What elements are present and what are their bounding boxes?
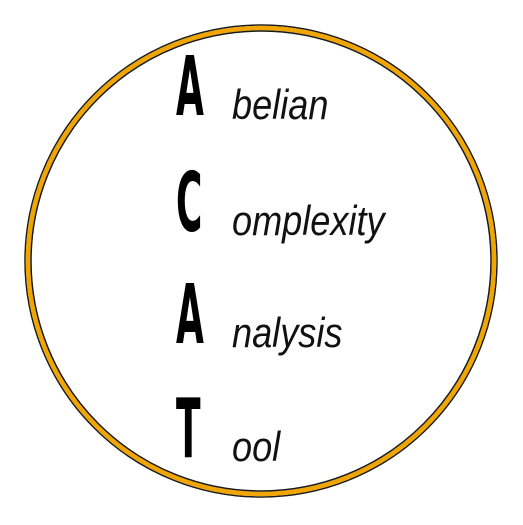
word-remainder: belian bbox=[232, 81, 329, 128]
initial-letter: T bbox=[176, 380, 201, 478]
ring-outer-outline bbox=[24, 24, 498, 498]
initial-letter: A bbox=[176, 38, 204, 136]
word-remainder: nalysis bbox=[232, 309, 343, 356]
ring-inner-outline bbox=[30, 30, 492, 492]
ring-gold-band bbox=[25, 25, 497, 497]
word-remainder: omplexity bbox=[232, 197, 385, 244]
word-remainder: ool bbox=[232, 423, 281, 470]
initial-letter: A bbox=[176, 266, 204, 364]
initial-letter: C bbox=[176, 154, 203, 252]
